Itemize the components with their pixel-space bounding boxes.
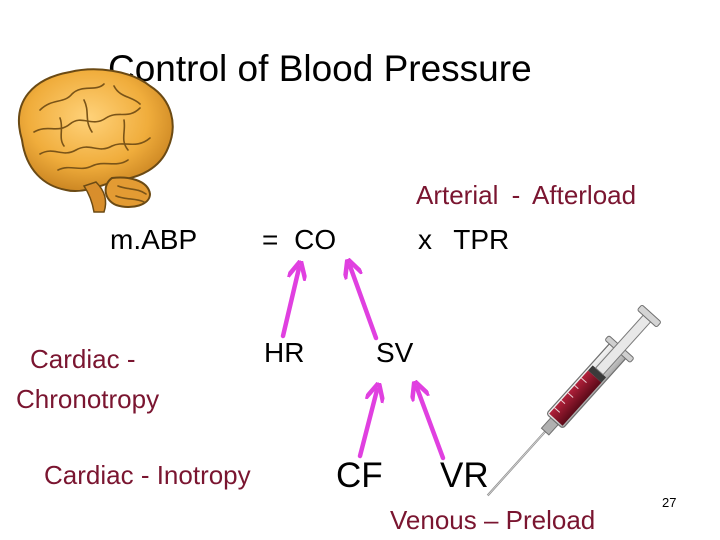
slide-number: 27 <box>662 495 677 510</box>
arrow-sv-to-co <box>350 266 379 341</box>
arrow-hr-to-co <box>280 268 299 339</box>
arrow-cf-to-sv <box>357 390 377 459</box>
chronotropy-label-line2: Chronotropy <box>16 384 160 414</box>
cardiac-output-label: = CO <box>262 224 337 255</box>
venous-return-node: VR <box>440 456 489 495</box>
heart-rate-node: HR <box>264 337 305 368</box>
chronotropy-label-line1: Cardiac - <box>30 344 136 374</box>
afterload-label: Arterial - Afterload <box>416 180 637 210</box>
contractile-force-node: CF <box>336 456 383 495</box>
inotropy-label: Cardiac - Inotropy <box>44 460 251 490</box>
stroke-volume-node: SV <box>376 337 414 368</box>
slide-title: Control of Blood Pressure <box>108 48 532 89</box>
preload-label: Venous – Preload <box>390 505 596 535</box>
map-label: m.ABP <box>110 224 198 255</box>
tpr-label: x TPR <box>418 224 510 255</box>
arrow-vr-to-sv <box>417 388 446 461</box>
